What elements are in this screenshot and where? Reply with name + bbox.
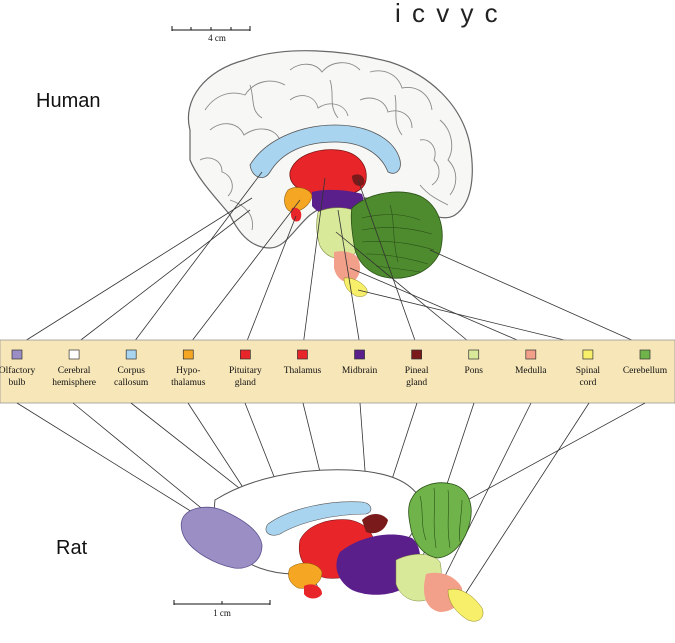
partial-header-text: i c v y c	[395, 0, 500, 28]
rat-pituitary-gland	[304, 584, 322, 599]
legend-label-line2: gland	[235, 378, 256, 388]
human-cerebellum	[350, 191, 443, 279]
legend-label-line1: Corpus	[117, 366, 145, 376]
legend-swatch	[182, 349, 194, 360]
legend-item-hypo-thalamus: Hypo-thalamus	[171, 349, 206, 388]
legend-label-line2: thalamus	[171, 378, 206, 388]
legend-label-line1: Midbrain	[342, 366, 378, 376]
legend-item-corpus-callosum: Corpus callosum	[114, 349, 149, 388]
legend-label-line1: Thalamus	[284, 366, 322, 376]
legend-label-line1: Pituitary	[229, 366, 262, 376]
rat-label: Rat	[56, 537, 88, 559]
legend-item-spinal-cord: Spinal cord	[576, 349, 601, 388]
legend-label-line2: callosum	[114, 378, 149, 388]
human-corpus-callosum	[249, 124, 401, 179]
human-pituitary-gland	[290, 207, 302, 222]
rat-olfactory-bulb	[180, 506, 263, 569]
legend-swatch	[525, 349, 537, 360]
legend-label-line2: cord	[579, 378, 596, 388]
legend-label-line1: Spinal	[576, 366, 601, 376]
human-label: Human	[36, 90, 101, 112]
legend-label-line2: bulb	[9, 378, 26, 388]
legend-item-olfactory-bulb: Olfactory bulb	[0, 349, 35, 388]
legend-label-line1: Pons	[464, 366, 483, 376]
rat-cerebellum	[408, 482, 472, 559]
rat-scale-label: 1 cm	[213, 608, 231, 618]
legend-item-midbrain: Midbrain	[342, 349, 378, 376]
legend-label-line1: Cerebellum	[623, 366, 668, 376]
rat-scale-bar: 1 cm	[173, 600, 271, 618]
rat-spinal-cord	[447, 588, 484, 622]
legend-item-cerebellum: Cerebellum	[623, 349, 668, 376]
legend-item-medulla: Medulla	[515, 349, 547, 376]
legend-label-line2: gland	[406, 378, 427, 388]
legend-label-line1: Olfactory	[0, 365, 35, 376]
human-hypothalamus	[284, 187, 313, 213]
legend-swatch	[11, 349, 23, 360]
rat-pineal-gland	[362, 514, 388, 534]
legend-swatch	[125, 349, 137, 360]
legend-label-line1: Cerebral	[58, 366, 91, 376]
legend-swatch	[240, 349, 251, 360]
legend-band: Olfactory bulb Cerebral hemisphere Corpus cal…	[0, 339, 675, 404]
legend-item-thalamus: Thalamus	[284, 349, 322, 376]
rat-brain	[180, 469, 484, 622]
legend-swatch	[468, 349, 480, 360]
human-connector-lines	[16, 171, 646, 347]
human-spinal-cord	[343, 277, 368, 297]
rat-corpus-callosum	[265, 501, 372, 536]
human-brain	[187, 50, 473, 297]
human-scale-bar: 4 cm	[171, 26, 251, 43]
human-scale-label: 4 cm	[208, 33, 226, 43]
legend-swatch	[411, 349, 422, 360]
legend-label-line1: Medulla	[515, 366, 547, 376]
legend-label-line1: Pineal	[405, 366, 429, 376]
legend-swatch	[297, 349, 308, 360]
legend-item-pons: Pons	[464, 349, 483, 376]
legend-label-line2: hemisphere	[52, 378, 96, 388]
legend-swatch	[68, 349, 80, 360]
legend-item-pineal-gland: Pineal gland	[405, 349, 429, 388]
legend-label-line1: Hypo-	[176, 366, 200, 376]
legend-swatch	[354, 349, 365, 360]
legend-swatch	[639, 349, 651, 360]
human-thalamus	[289, 149, 367, 197]
legend-swatch	[582, 349, 594, 360]
legend-item-cerebral-hemisphere: Cerebral hemisphere	[52, 349, 96, 388]
legend-item-pituitary-gland: Pituitary gland	[229, 349, 262, 388]
